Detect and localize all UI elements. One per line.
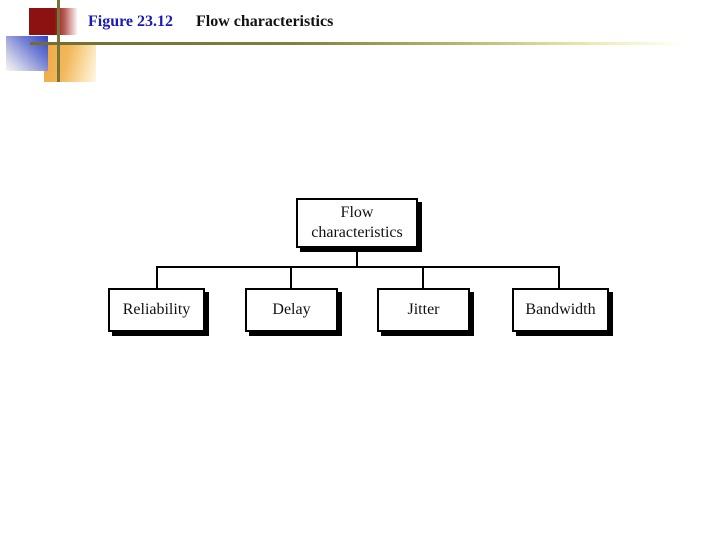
node-label: Reliability — [122, 301, 191, 318]
diagram-node-flow-characteristics: Flow characteristics — [296, 198, 418, 248]
node-label: Flow characteristics — [311, 204, 403, 241]
figure-number-label: Figure 23.12 — [88, 13, 174, 30]
slide-title: Figure 23.12 Flow characteristics — [88, 13, 333, 31]
decor-maroon-square — [29, 8, 78, 35]
connector-stub-reliability — [156, 266, 158, 288]
connector-horizontal-line — [156, 266, 560, 268]
figure-title-text: Flow characteristics — [196, 13, 334, 30]
decor-orange-square — [44, 43, 96, 82]
diagram-node-bandwidth: Bandwidth — [512, 288, 609, 332]
connector-stub-jitter — [422, 266, 424, 288]
connector-stub-bandwidth — [558, 266, 560, 288]
decor-vertical-accent-line — [57, 0, 60, 82]
connector-stub-delay — [290, 266, 292, 288]
decor-blue-square — [6, 36, 48, 71]
diagram-node-jitter: Jitter — [377, 288, 470, 332]
node-label: Delay — [272, 301, 311, 318]
node-label: Jitter — [407, 301, 440, 318]
node-label: Bandwidth — [525, 301, 596, 318]
connector-root-stub — [356, 249, 358, 268]
diagram-node-delay: Delay — [245, 288, 338, 332]
diagram-node-reliability: Reliability — [108, 288, 205, 332]
decor-horizontal-accent-line — [30, 42, 685, 45]
